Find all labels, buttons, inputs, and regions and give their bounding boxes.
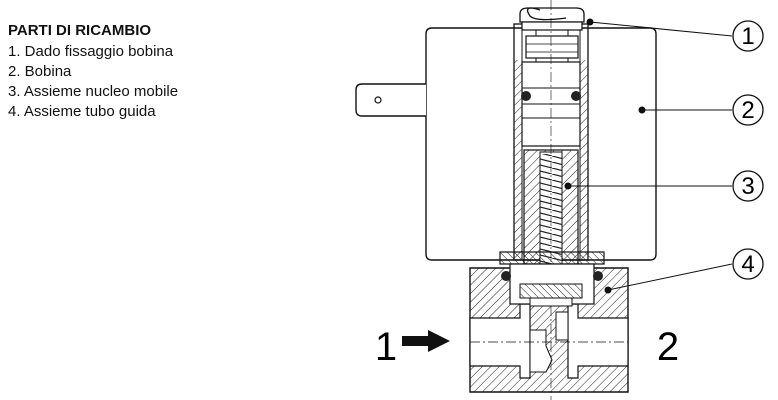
seal-left [501, 271, 511, 281]
coil [355, 27, 657, 261]
callout-2-label: 2 [741, 97, 754, 124]
terminal-hole [374, 96, 382, 104]
callout-3: 3 [732, 170, 764, 202]
seal-right [593, 271, 603, 281]
inlet-bore [469, 303, 531, 379]
legend-item-coil: 2. Bobina [8, 63, 72, 80]
callout-4: 4 [732, 248, 764, 280]
callout-4-label: 4 [741, 251, 754, 278]
legend-item-plunger-assembly: 3. Assieme nucleo mobile [8, 83, 179, 100]
outlet-port-label: 2 [657, 325, 679, 369]
inlet-port-label: 1 [375, 325, 397, 369]
coil-fixing-nut [519, 7, 585, 62]
legend-item-guide-tube-assembly: 4. Assieme tubo guida [8, 103, 156, 120]
spare-parts-legend: PARTI DI RICAMBIO 1. Dado fissaggio bobi… [8, 22, 178, 122]
o-ring-right [571, 91, 581, 101]
coil-terminal-tab [355, 83, 426, 117]
retaining-clip [526, 7, 567, 21]
legend-item-coil-nut: 1. Dado fissaggio bobina [8, 43, 174, 60]
callout-1: 1 [732, 20, 764, 52]
callout-2: 2 [732, 94, 764, 126]
callout-3-label: 3 [741, 173, 754, 200]
legend-title: PARTI DI RICAMBIO [8, 22, 152, 39]
o-ring-left [521, 91, 531, 101]
leader-lines [564, 18, 733, 294]
outlet-bore [567, 303, 629, 379]
legend-list: 1. Dado fissaggio bobina 2. Bobina 3. As… [8, 42, 178, 122]
callout-1-label: 1 [741, 23, 754, 50]
spring [540, 154, 562, 274]
flow-arrow-icon [402, 330, 450, 352]
seat-and-flange [499, 251, 605, 307]
